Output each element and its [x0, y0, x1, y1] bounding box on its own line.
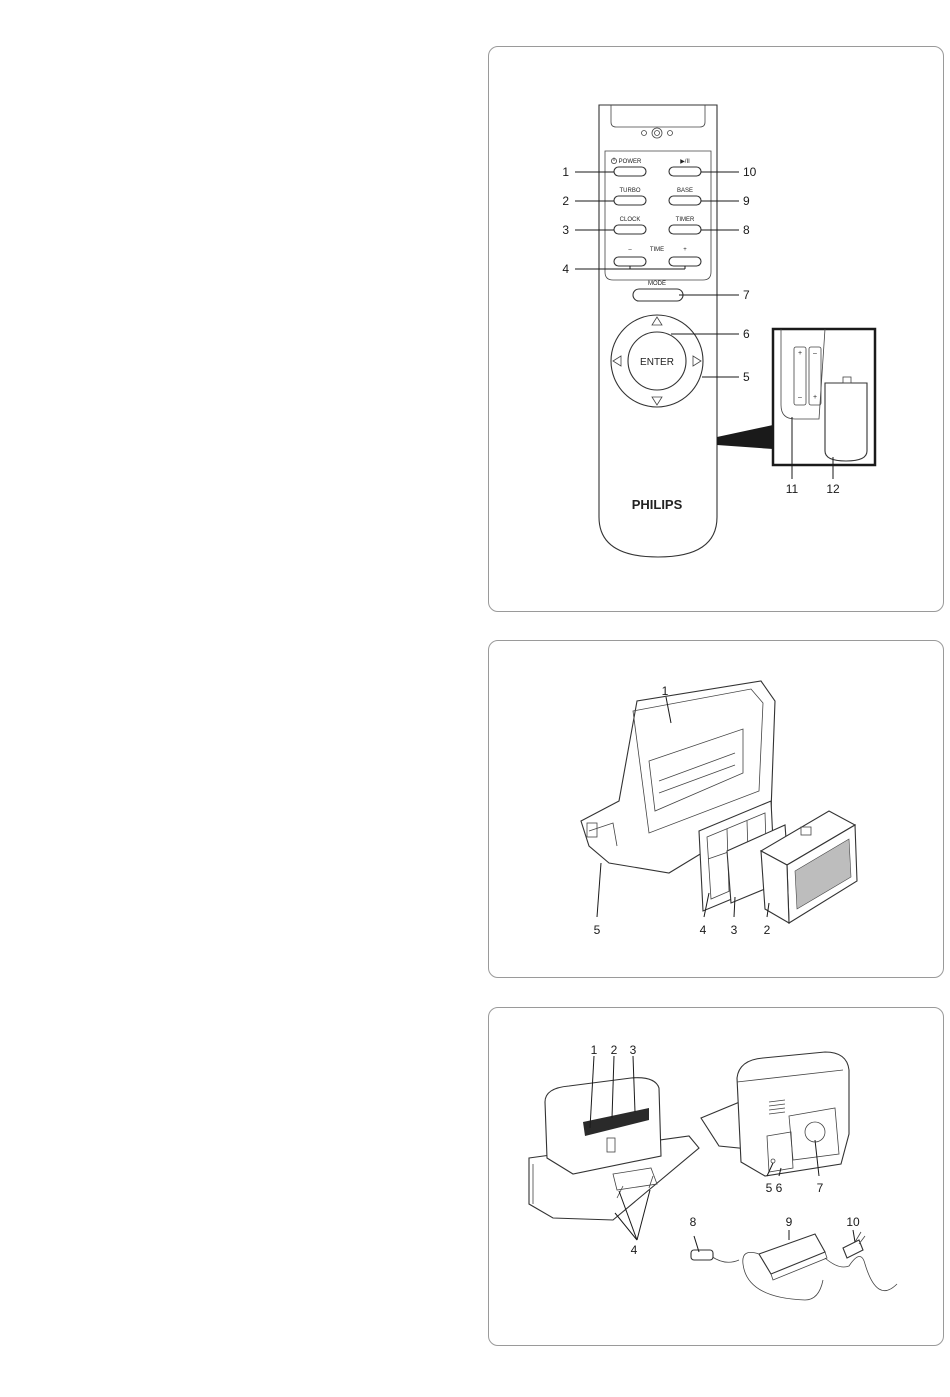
- callout-12: 12: [826, 482, 840, 496]
- timer-button[interactable]: [669, 225, 701, 234]
- base-button-label: BASE: [677, 188, 693, 194]
- time-plus-label: +: [683, 247, 687, 253]
- callout-3: 3: [562, 223, 569, 237]
- callout-1: 1: [591, 1043, 598, 1057]
- enter-button-label: ENTER: [640, 357, 674, 368]
- callout-6: 6: [743, 327, 750, 341]
- turbo-button[interactable]: [614, 196, 646, 205]
- callout-6: 6: [776, 1181, 783, 1195]
- svg-text:+: +: [813, 394, 817, 401]
- callout-2: 2: [611, 1043, 618, 1057]
- callout-3: 3: [630, 1043, 637, 1057]
- base-station-rear: [701, 1052, 849, 1176]
- power-adapter: [691, 1232, 897, 1300]
- callout-9: 9: [743, 194, 750, 208]
- callout-4: 4: [562, 262, 569, 276]
- remote-control-figure-panel: POWER ▶/II TURBO BASE CLOCK TIMER – TIME…: [488, 46, 944, 612]
- callout-5: 5: [594, 923, 601, 937]
- turbo-button-label: TURBO: [620, 188, 641, 194]
- time-minus-button[interactable]: [614, 257, 646, 266]
- power-button[interactable]: [614, 167, 646, 176]
- brand-logo: PHILIPS: [632, 497, 683, 512]
- play-pause-button[interactable]: [669, 167, 701, 176]
- battery-cover: [825, 383, 867, 461]
- base-station-figure-panel: 1 2 3 4 5 6 7 8 9 10: [488, 1007, 944, 1346]
- callout-3: 3: [731, 923, 738, 937]
- time-label: TIME: [650, 247, 664, 253]
- dust-container-figure-panel: 1 2 3 4 5: [488, 640, 944, 978]
- remote-control-illustration: POWER ▶/II TURBO BASE CLOCK TIMER – TIME…: [489, 47, 944, 612]
- battery-compartment-inset: + – – +: [773, 329, 875, 465]
- mode-button[interactable]: [633, 289, 683, 301]
- callout-8: 8: [690, 1215, 697, 1229]
- callout-5: 5: [743, 370, 750, 384]
- callout-1: 1: [562, 165, 569, 179]
- dust-container-illustration: 1 2 3 4 5: [489, 641, 944, 978]
- dc-plug: [691, 1250, 713, 1260]
- base-button[interactable]: [669, 196, 701, 205]
- time-plus-button[interactable]: [669, 257, 701, 266]
- callout-2: 2: [562, 194, 569, 208]
- svg-text:–: –: [813, 350, 817, 357]
- callout-4: 4: [631, 1243, 638, 1257]
- callout-2: 2: [764, 923, 771, 937]
- power-button-label: POWER: [619, 159, 642, 165]
- callout-10: 10: [743, 165, 757, 179]
- timer-button-label: TIMER: [676, 217, 695, 223]
- callout-5: 5: [766, 1181, 773, 1195]
- callout-4: 4: [700, 923, 707, 937]
- callout-11: 11: [786, 482, 799, 496]
- hepa-filter: [761, 811, 857, 923]
- svg-text:+: +: [798, 350, 802, 357]
- base-station-illustration: 1 2 3 4 5 6 7 8 9 10: [489, 1008, 944, 1346]
- mode-button-label: MODE: [648, 281, 666, 287]
- callout-1: 1: [662, 684, 669, 698]
- svg-text:–: –: [798, 394, 802, 401]
- callout-7: 7: [817, 1181, 824, 1195]
- callout-7: 7: [743, 288, 750, 302]
- base-station-front: [529, 1078, 699, 1220]
- play-pause-label: ▶/II: [680, 159, 690, 165]
- clock-button[interactable]: [614, 225, 646, 234]
- clock-button-label: CLOCK: [620, 217, 641, 223]
- callout-9: 9: [786, 1215, 793, 1229]
- callout-8: 8: [743, 223, 750, 237]
- callout-10: 10: [846, 1215, 860, 1229]
